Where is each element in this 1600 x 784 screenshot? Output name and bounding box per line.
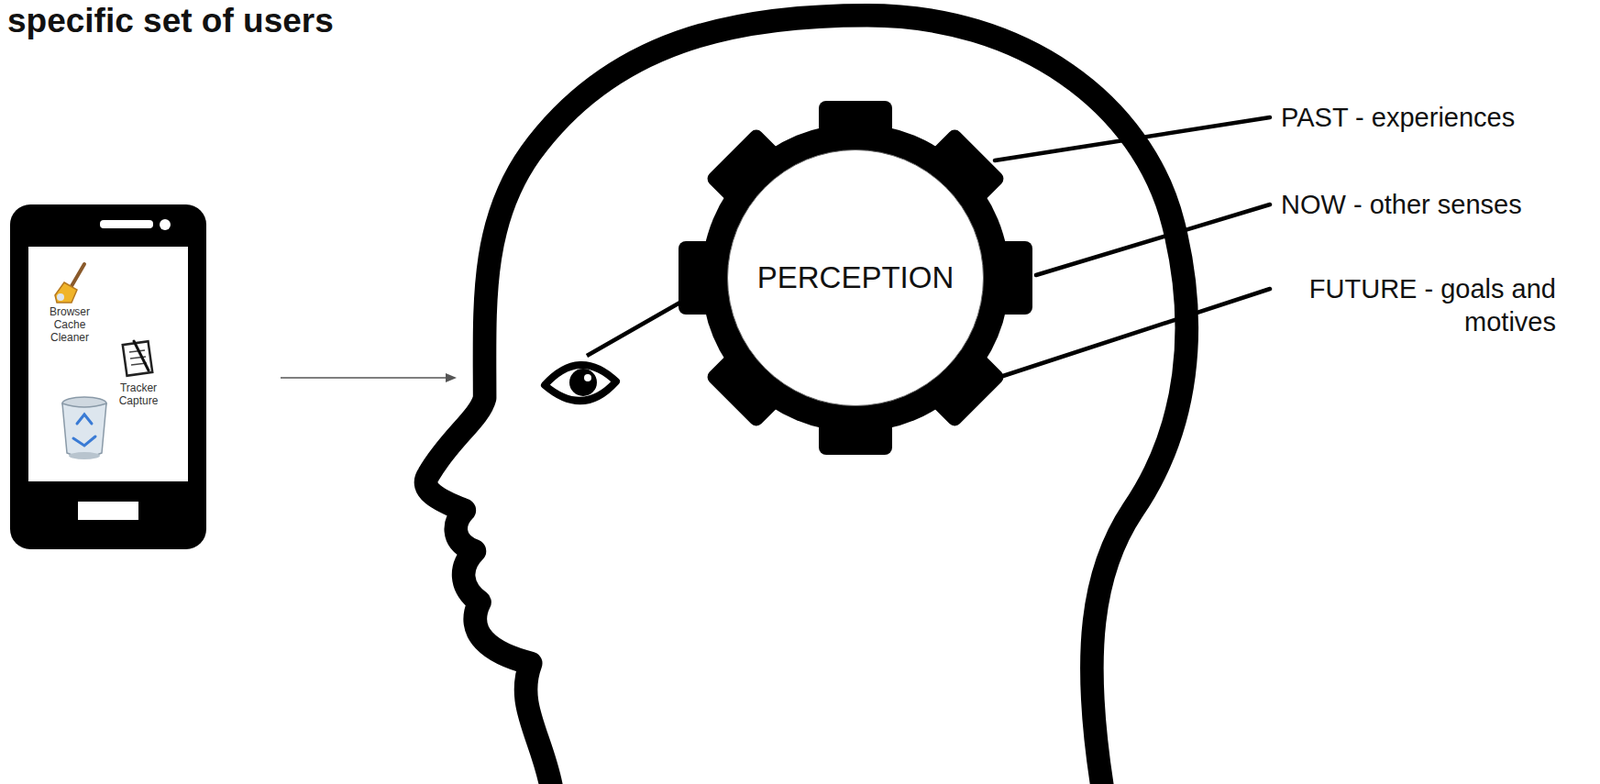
app-icon-label: Tracker Capture xyxy=(113,382,164,409)
phone-screen-node: Browser Cache CleanerTracker Capture xyxy=(10,204,207,550)
gear-tooth xyxy=(818,100,893,147)
arrow-line xyxy=(280,376,450,379)
eye-leader xyxy=(586,297,690,356)
pencil xyxy=(133,341,149,371)
bin-shadow xyxy=(68,452,100,460)
phone-body xyxy=(10,204,207,550)
phone-button xyxy=(77,501,139,520)
phone-screen xyxy=(28,246,188,482)
heading: specific set of users xyxy=(7,1,334,41)
perception-factor-label: PAST - experiences xyxy=(1280,100,1515,134)
gear-tooth xyxy=(986,241,1033,315)
input-arrow xyxy=(280,373,457,383)
eye-outline xyxy=(544,364,617,401)
phone-speaker xyxy=(99,220,154,229)
phone-camera xyxy=(159,219,171,231)
gear-hub-node: PERCEPTION xyxy=(727,149,984,407)
arrow-head xyxy=(445,373,457,383)
leader-line xyxy=(1003,288,1270,376)
head-outline xyxy=(425,15,1187,784)
gear-symbol xyxy=(678,100,1033,455)
gear-body xyxy=(701,123,1010,432)
broom-handle xyxy=(71,264,85,287)
leader-line xyxy=(994,117,1270,161)
notepad-icon xyxy=(122,341,153,376)
broom-icon xyxy=(55,264,85,303)
gear-tooth xyxy=(818,408,893,455)
broom-dust xyxy=(56,293,65,301)
notepad-sheet xyxy=(122,341,153,376)
bin-body xyxy=(62,403,107,457)
broom-bristles xyxy=(55,282,78,303)
hub-label: PERCEPTION xyxy=(757,261,955,295)
bin-recycle-mark xyxy=(73,414,96,446)
perception-factor-label: FUTURE - goals and motives xyxy=(1280,272,1556,339)
eye-pupil xyxy=(569,368,597,397)
gear-tooth xyxy=(678,241,725,315)
recycle-bin-icon xyxy=(62,397,107,460)
leader-line xyxy=(1036,204,1270,276)
phone-symbol xyxy=(10,204,207,550)
leader-lines xyxy=(994,117,1270,376)
app-icon-label: Browser Cache Cleaner xyxy=(44,306,95,344)
perception-factor-label: NOW - other senses xyxy=(1280,187,1523,221)
head-path xyxy=(425,15,1187,784)
eye-highlight xyxy=(584,374,592,382)
eye-symbol xyxy=(544,297,690,401)
